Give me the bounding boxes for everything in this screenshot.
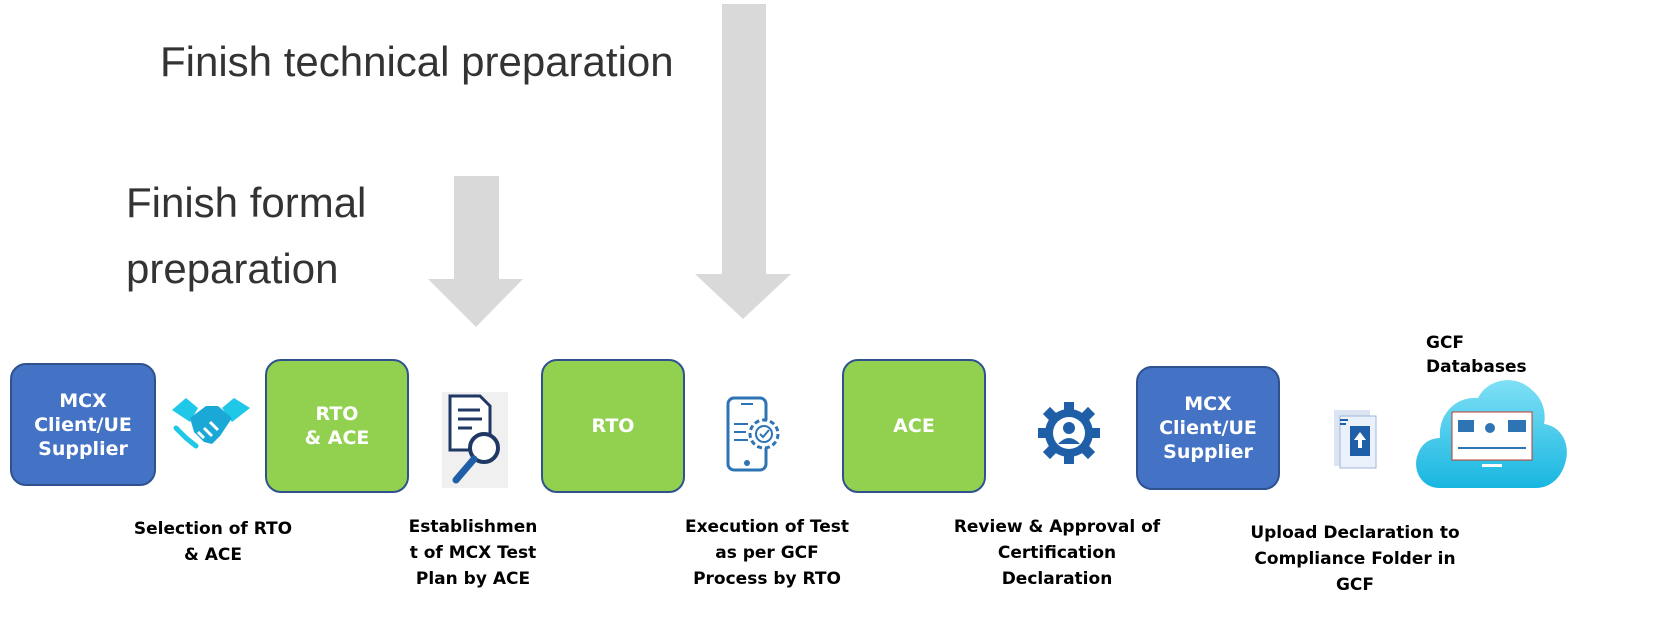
rto-ace-box: RTO & ACE bbox=[265, 359, 409, 493]
step-caption-selection: Selection of RTO & ACE bbox=[133, 519, 293, 565]
ace-box: ACE bbox=[842, 359, 986, 493]
handshake-icon bbox=[172, 398, 250, 449]
document-search-icon bbox=[442, 392, 508, 488]
cloud-database-icon bbox=[1416, 380, 1567, 488]
step-caption-review: Review & Approval of Certification Decla… bbox=[953, 517, 1161, 589]
mcx-supplier-box-end: MCX Client/UE Supplier bbox=[1136, 366, 1280, 490]
formal-preparation-arrow bbox=[428, 176, 523, 327]
mobile-settings-icon bbox=[726, 396, 780, 472]
mcx-supplier-box-start: MCX Client/UE Supplier bbox=[10, 363, 156, 486]
formal-preparation-label: Finish formal preparation bbox=[126, 179, 367, 292]
reviewer-gear-icon bbox=[1038, 402, 1100, 464]
rto-box: RTO bbox=[541, 359, 685, 493]
upload-document-icon bbox=[1334, 410, 1377, 469]
step-caption-execution: Execution of Test as per GCF Process by … bbox=[684, 517, 850, 589]
technical-preparation-label: Finish technical preparation bbox=[160, 38, 674, 85]
gcf-databases-label: GCF Databases bbox=[1426, 333, 1527, 377]
step-caption-upload: Upload Declaration to Compliance Folder … bbox=[1250, 523, 1460, 595]
step-caption-establishment: Establishmen t of MCX Test Plan by ACE bbox=[408, 517, 538, 589]
technical-preparation-arrow bbox=[695, 4, 791, 319]
